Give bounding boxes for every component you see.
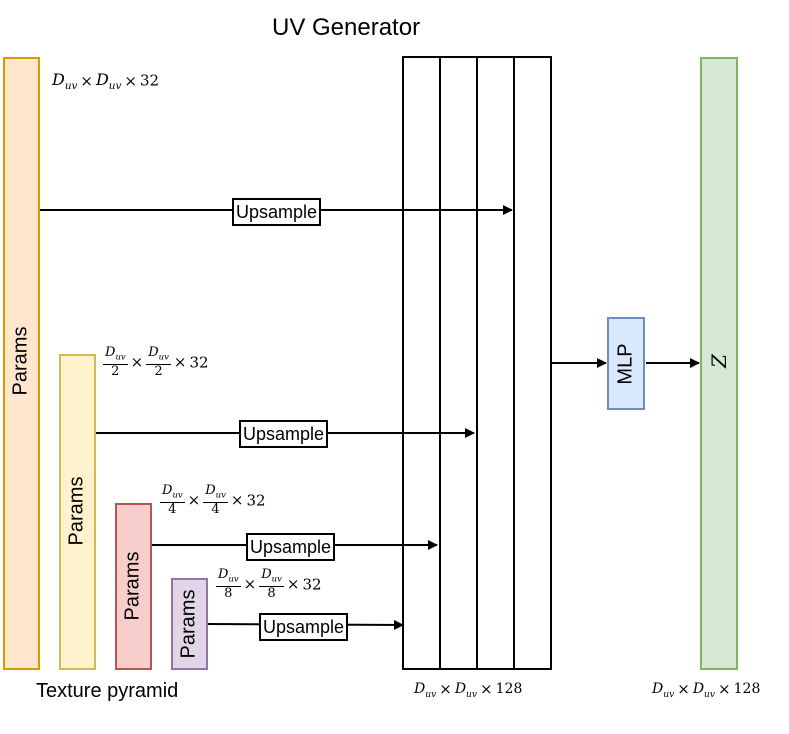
mlp-label: MLP — [614, 343, 637, 385]
diagram-title: UV Generator — [272, 14, 421, 41]
params-block-level-0 — [3, 57, 40, 670]
params-block-level-1 — [59, 354, 96, 670]
concat-dims-label: Duv×Duv×128 — [414, 680, 523, 700]
params-label-level-1: Params — [65, 476, 88, 546]
upsample-label-level-0: Upsample — [232, 198, 322, 226]
params-label-level-3: Params — [177, 589, 200, 659]
upsample-label-level-2: Upsample — [246, 533, 336, 561]
params-block-level-2 — [115, 503, 152, 670]
params-block-level-3 — [171, 578, 208, 670]
upsample-label-level-3: Upsample — [259, 613, 349, 641]
output-dims-label: Duv×Duv×128 — [652, 680, 761, 700]
dims-label-level-0: Duv×Duv×32 — [52, 70, 160, 93]
params-label-level-2: Params — [121, 551, 144, 621]
output-z-label: Z — [707, 354, 731, 368]
params-label-level-0: Params — [9, 326, 32, 396]
output-z-block — [700, 57, 738, 670]
concat-block — [402, 56, 552, 670]
upsample-label-level-1: Upsample — [239, 420, 329, 448]
mlp-block — [607, 317, 645, 410]
texture-pyramid-caption: Texture pyramid — [36, 680, 179, 702]
